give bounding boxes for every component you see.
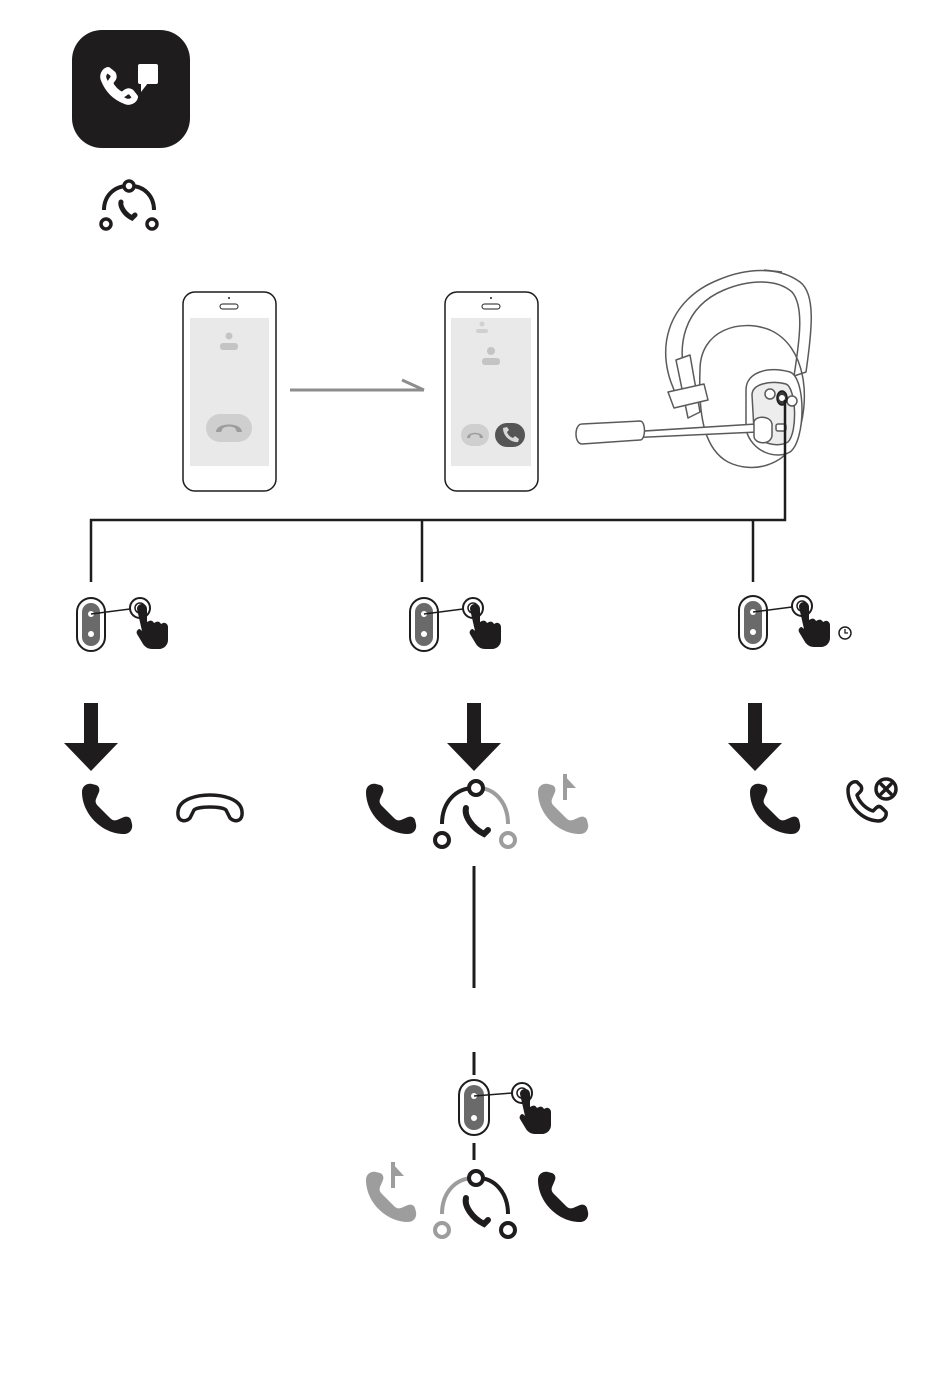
down-arrow [447, 703, 501, 771]
reject-call-icon [848, 779, 896, 821]
call-switch-icon [435, 1171, 515, 1237]
hang-up-button [206, 414, 252, 442]
answer-call-icon [82, 784, 132, 834]
answer-button [495, 423, 525, 447]
incoming-call-phone [183, 292, 276, 491]
transition-arrow [290, 380, 424, 390]
call-on-hold-icon [538, 774, 588, 834]
call-waiting-phone [445, 292, 538, 491]
followup [366, 1080, 588, 1237]
down-arrow [64, 703, 118, 771]
call-on-hold-icon [366, 1162, 416, 1222]
tap-and-hold-gesture [739, 596, 830, 649]
branch-2 [366, 598, 588, 847]
headset-illustration [576, 270, 811, 467]
branch-3 [728, 596, 896, 834]
call-switch-icon [435, 781, 515, 847]
single-tap-gesture [77, 598, 168, 651]
down-arrow [728, 703, 782, 771]
end-call-icon [178, 795, 242, 821]
single-tap-gesture [459, 1080, 551, 1135]
single-tap-gesture [410, 598, 501, 651]
answer-call-icon [750, 784, 800, 834]
app-icon [72, 30, 190, 148]
clock-icon [839, 627, 851, 639]
call-switch-icon [101, 181, 157, 229]
answer-call-icon [366, 784, 416, 834]
branch-1 [64, 598, 242, 834]
answer-call-icon [538, 1172, 588, 1222]
hang-up-button [461, 424, 489, 446]
